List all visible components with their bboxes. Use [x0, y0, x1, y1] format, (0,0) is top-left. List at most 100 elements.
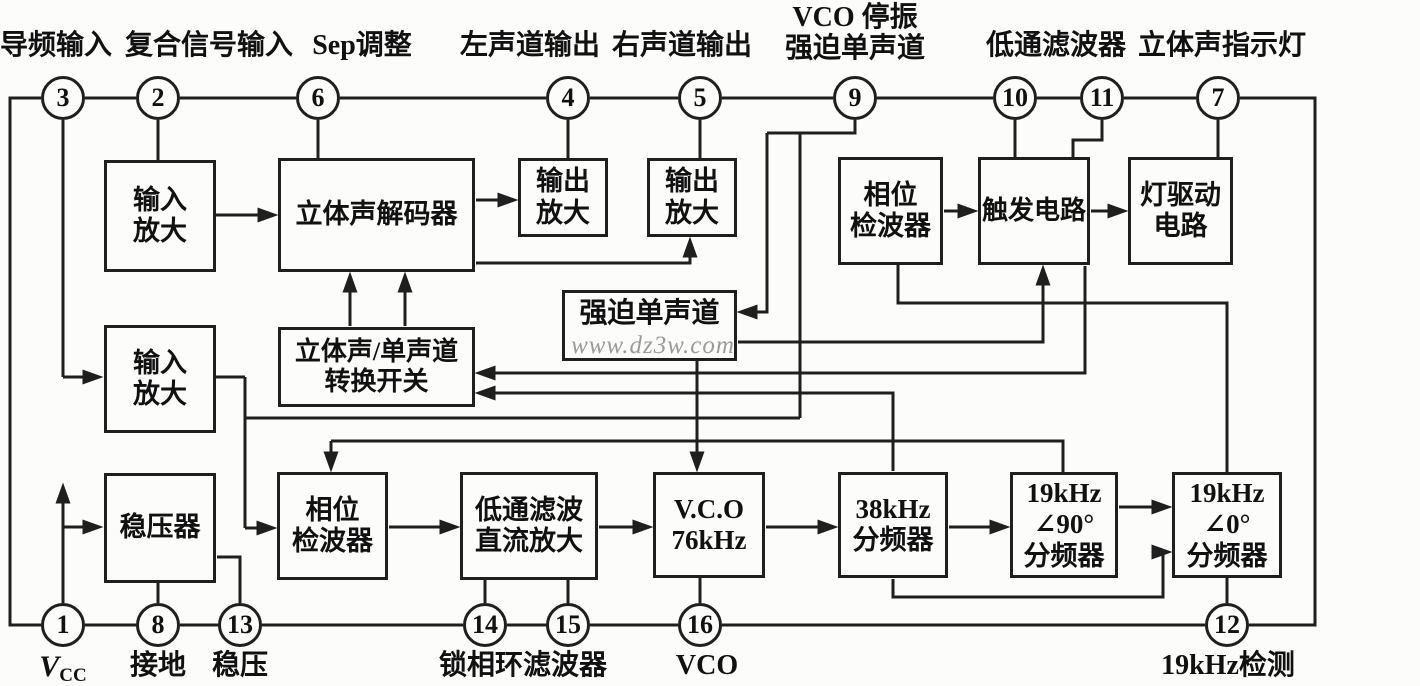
terminal-label-line: Sep调整	[312, 30, 412, 61]
wire	[896, 265, 1229, 472]
top-terminal-label-1: 复合信号输入	[125, 30, 293, 61]
block-label-line: ∠0°	[1203, 509, 1251, 540]
top-terminal-label-0: 导频输入	[0, 30, 112, 61]
bottom-terminal-label-4: VCO	[676, 650, 738, 681]
output-amp-left-block: 输出放大	[518, 158, 608, 237]
bottom-terminal-label-2: 稳压	[212, 650, 268, 681]
wire	[767, 120, 857, 135]
block-label-line: V.C.O	[673, 493, 745, 524]
arrow-wire	[474, 266, 1087, 381]
block-label-line: 19kHz	[1189, 478, 1265, 509]
wire	[156, 120, 1220, 160]
block-label-line: 放大	[665, 197, 719, 228]
pin-9: 9	[833, 76, 877, 120]
border-left	[8, 96, 41, 627]
forced-mono-block: 强迫单声道	[562, 290, 737, 361]
bottom-terminal-label-1: 接地	[130, 650, 186, 681]
pin-15: 15	[546, 603, 590, 647]
block-label-line: 触发电路	[981, 195, 1086, 225]
pin-10: 10	[993, 76, 1037, 120]
input-amp-2-block: 输入放大	[104, 325, 216, 433]
block-label-line: 相位	[305, 494, 360, 525]
top-terminal-label-7: 立体声指示灯	[1138, 30, 1306, 61]
block-label-line: 低通滤波	[475, 494, 583, 525]
stereo-mono-switch-block: 立体声/单声道转换开关	[278, 327, 475, 407]
block-label-line: 输出	[536, 166, 590, 197]
block-label-line: 立体声/单声道	[294, 336, 459, 366]
top-terminal-label-6: 低通滤波器	[986, 30, 1126, 61]
terminal-label-line: VCO	[675, 650, 739, 681]
wire	[331, 439, 1065, 472]
pin-8: 8	[136, 603, 180, 647]
terminal-label-line: VCO 停振	[792, 2, 918, 33]
phase-detector-bottom-block: 相位检波器	[277, 472, 388, 580]
terminal-label-line: 稳压	[211, 650, 269, 681]
block-label-line: 38kHz	[855, 493, 931, 524]
block-label-line: 灯驱动	[1140, 179, 1221, 210]
vcc-subscript: CC	[59, 665, 87, 686]
terminal-label-line: 接地	[129, 650, 187, 681]
pin-6: 6	[296, 76, 340, 120]
block-label-line: 放大	[133, 216, 187, 246]
vcc-symbol: V	[39, 650, 60, 683]
block-label-line: 放大	[536, 197, 590, 228]
block-label-line: 分频器	[852, 525, 934, 555]
block-label-line: 检波器	[850, 211, 931, 241]
pin-16: 16	[678, 603, 722, 647]
top-terminal-label-4: 右声道输出	[612, 30, 752, 61]
phase-detector-top-block: 相位检波器	[838, 157, 943, 265]
block-label-line: 76kHz	[671, 525, 747, 555]
stereo-decoder-block: 立体声解码器	[278, 158, 475, 272]
block-label-line: 输入	[133, 184, 187, 215]
top-terminal-label-2: Sep调整	[312, 30, 412, 61]
pin-3: 3	[41, 76, 85, 120]
terminal-label-line: 导频输入	[0, 30, 113, 61]
pin-5: 5	[678, 76, 722, 120]
block-label-line: 分频器	[1023, 540, 1105, 571]
block-label-line: 分频器	[1186, 540, 1268, 571]
regulator-block: 稳压器	[104, 473, 216, 583]
block-label-line: ∠90°	[1033, 509, 1095, 540]
input-amp-1-block: 输入放大	[104, 160, 216, 272]
output-amp-right-block: 输出放大	[647, 158, 737, 237]
pin-14: 14	[463, 603, 507, 647]
lowpass-dc-amp-block: 低通滤波直流放大	[460, 472, 598, 580]
arrow-wire	[476, 236, 698, 265]
pin-12: 12	[1205, 603, 1249, 647]
bottom-terminal-label-0: VCC	[39, 650, 86, 686]
divider-19khz-0-block: 19kHz∠0°分频器	[1172, 472, 1282, 578]
terminal-label-line: 复合信号输入	[124, 30, 294, 61]
pin-2: 2	[136, 76, 180, 120]
terminal-label-line: 右声道输出	[611, 30, 753, 61]
arrow-wire	[736, 133, 769, 320]
block-label-line: 电路	[1153, 211, 1208, 241]
block-label-line: 19kHz	[1026, 478, 1102, 509]
pin-4: 4	[546, 76, 590, 120]
trigger-circuit-block: 触发电路	[978, 157, 1090, 265]
pin-7: 7	[1196, 76, 1240, 120]
arrow-wire	[738, 264, 1051, 344]
block-label-line: 放大	[133, 379, 187, 409]
terminal-label-line: 锁相环滤波器	[438, 650, 608, 681]
divider-19khz-90-block: 19kHz∠90°分频器	[1010, 472, 1118, 578]
top-terminal-label-5: VCO 停振强迫单声道	[785, 2, 925, 65]
pin-1: 1	[41, 603, 85, 647]
terminal-label-line: 低通滤波器	[985, 30, 1127, 61]
terminal-label-line: 19kHz检测	[1161, 650, 1295, 681]
block-label-line: 转换开关	[324, 367, 429, 396]
wire	[156, 555, 1229, 603]
block-label-line: 立体声解码器	[295, 199, 458, 230]
block-label-line: 检波器	[292, 526, 373, 556]
border-right	[1240, 96, 1317, 627]
terminal-label-line: 强迫单声道	[784, 33, 926, 65]
pin-11: 11	[1080, 76, 1124, 120]
block-label-line: 稳压器	[119, 512, 201, 543]
bottom-terminal-label-5: 19kHz检测	[1161, 650, 1295, 681]
block-label-line: 相位	[863, 179, 918, 210]
terminal-label-line: 立体声指示灯	[1137, 30, 1307, 61]
arrow-wire	[891, 544, 1173, 599]
lamp-driver-block: 灯驱动电路	[1128, 157, 1233, 265]
